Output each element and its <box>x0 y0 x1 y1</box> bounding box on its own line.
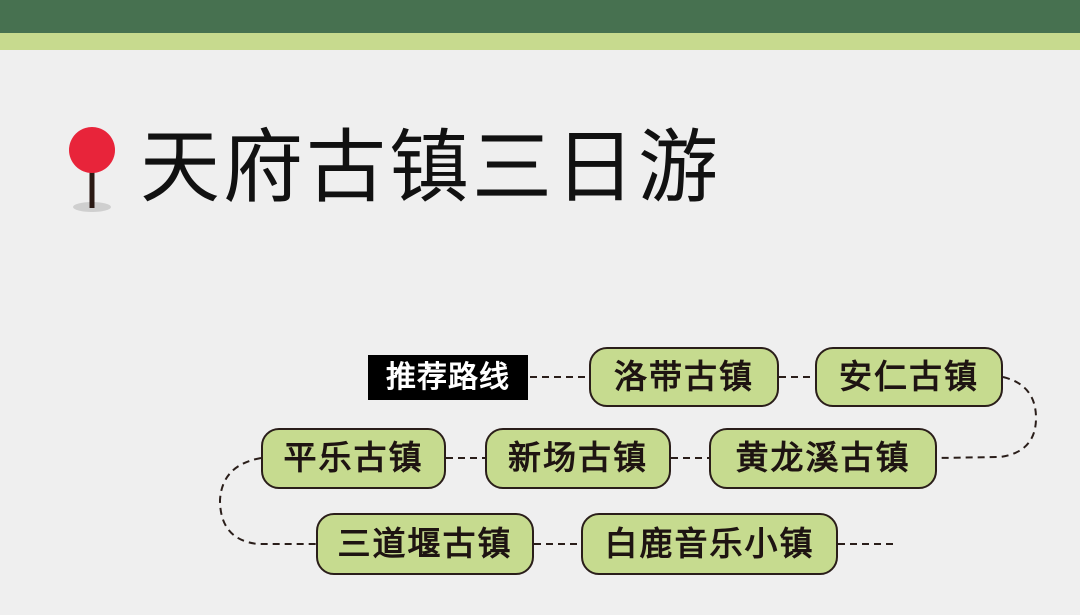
route-label: 推荐路线 <box>368 355 528 400</box>
route-stop-xinchang[interactable]: 新场古镇 <box>485 428 671 489</box>
route-stop-pingle[interactable]: 平乐古镇 <box>261 428 446 489</box>
route-stop-sandaoyan[interactable]: 三道堰古镇 <box>316 513 534 575</box>
route-stop-anren[interactable]: 安仁古镇 <box>815 347 1003 407</box>
page-title: 天府古镇三日游 <box>140 121 721 214</box>
header-band-dark <box>0 0 1080 33</box>
route-stop-bailu[interactable]: 白鹿音乐小镇 <box>581 513 838 575</box>
map-pin-icon <box>69 127 115 212</box>
route-stop-luodai[interactable]: 洛带古镇 <box>589 347 779 407</box>
route-stop-huanglongxi[interactable]: 黄龙溪古镇 <box>709 428 937 489</box>
header-band-light <box>0 33 1080 50</box>
